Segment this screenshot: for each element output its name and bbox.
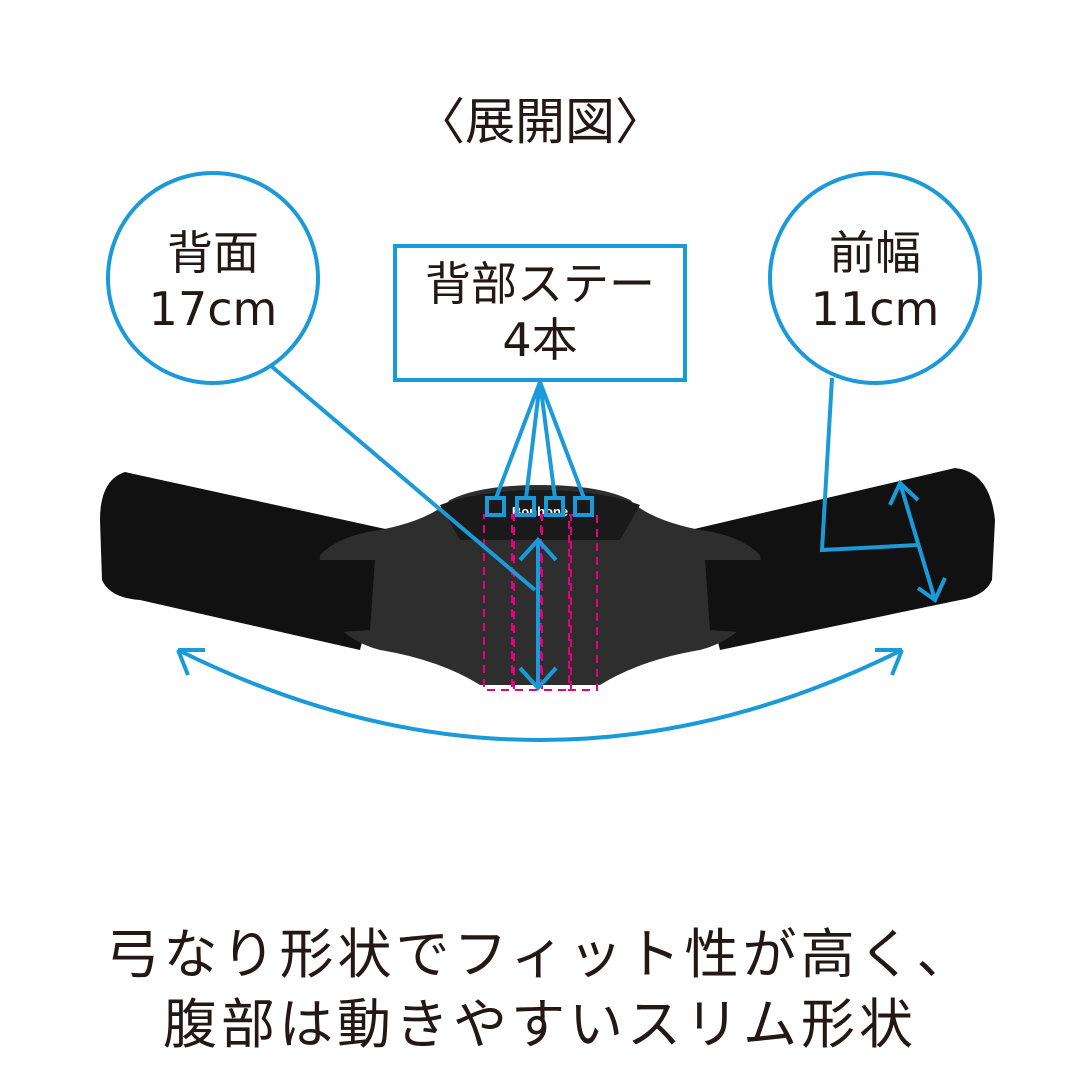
callout-circle-back	[106, 171, 320, 385]
callout-back-value: 17cm	[148, 282, 278, 336]
callout-front-value: 11cm	[810, 282, 940, 336]
caption-line-1: 弓なり形状でフィット性が高く、	[105, 923, 975, 986]
left-tab	[304, 560, 375, 632]
front-leader	[819, 377, 919, 553]
back-leader	[268, 363, 537, 592]
back-height-arrow	[518, 537, 558, 691]
callout-front-label: 前幅	[829, 226, 921, 280]
caption-line-2: 腹部は動きやすいスリム形状	[163, 993, 917, 1056]
callout-box-stays	[393, 244, 687, 382]
callout-back-label: 背面	[167, 226, 259, 280]
caption: 弓なり形状でフィット性が高く、腹部は動きやすいスリム形状	[0, 920, 1080, 1060]
callout-circle-front	[768, 171, 982, 385]
callout-stays-label: 背部ステー	[425, 257, 655, 311]
right-tab	[705, 560, 776, 632]
page-title: 〈展開図〉	[415, 93, 665, 151]
callout-stays-value: 4本	[502, 313, 578, 367]
front-width-arrow	[888, 479, 947, 604]
arc-arrow	[176, 648, 904, 742]
